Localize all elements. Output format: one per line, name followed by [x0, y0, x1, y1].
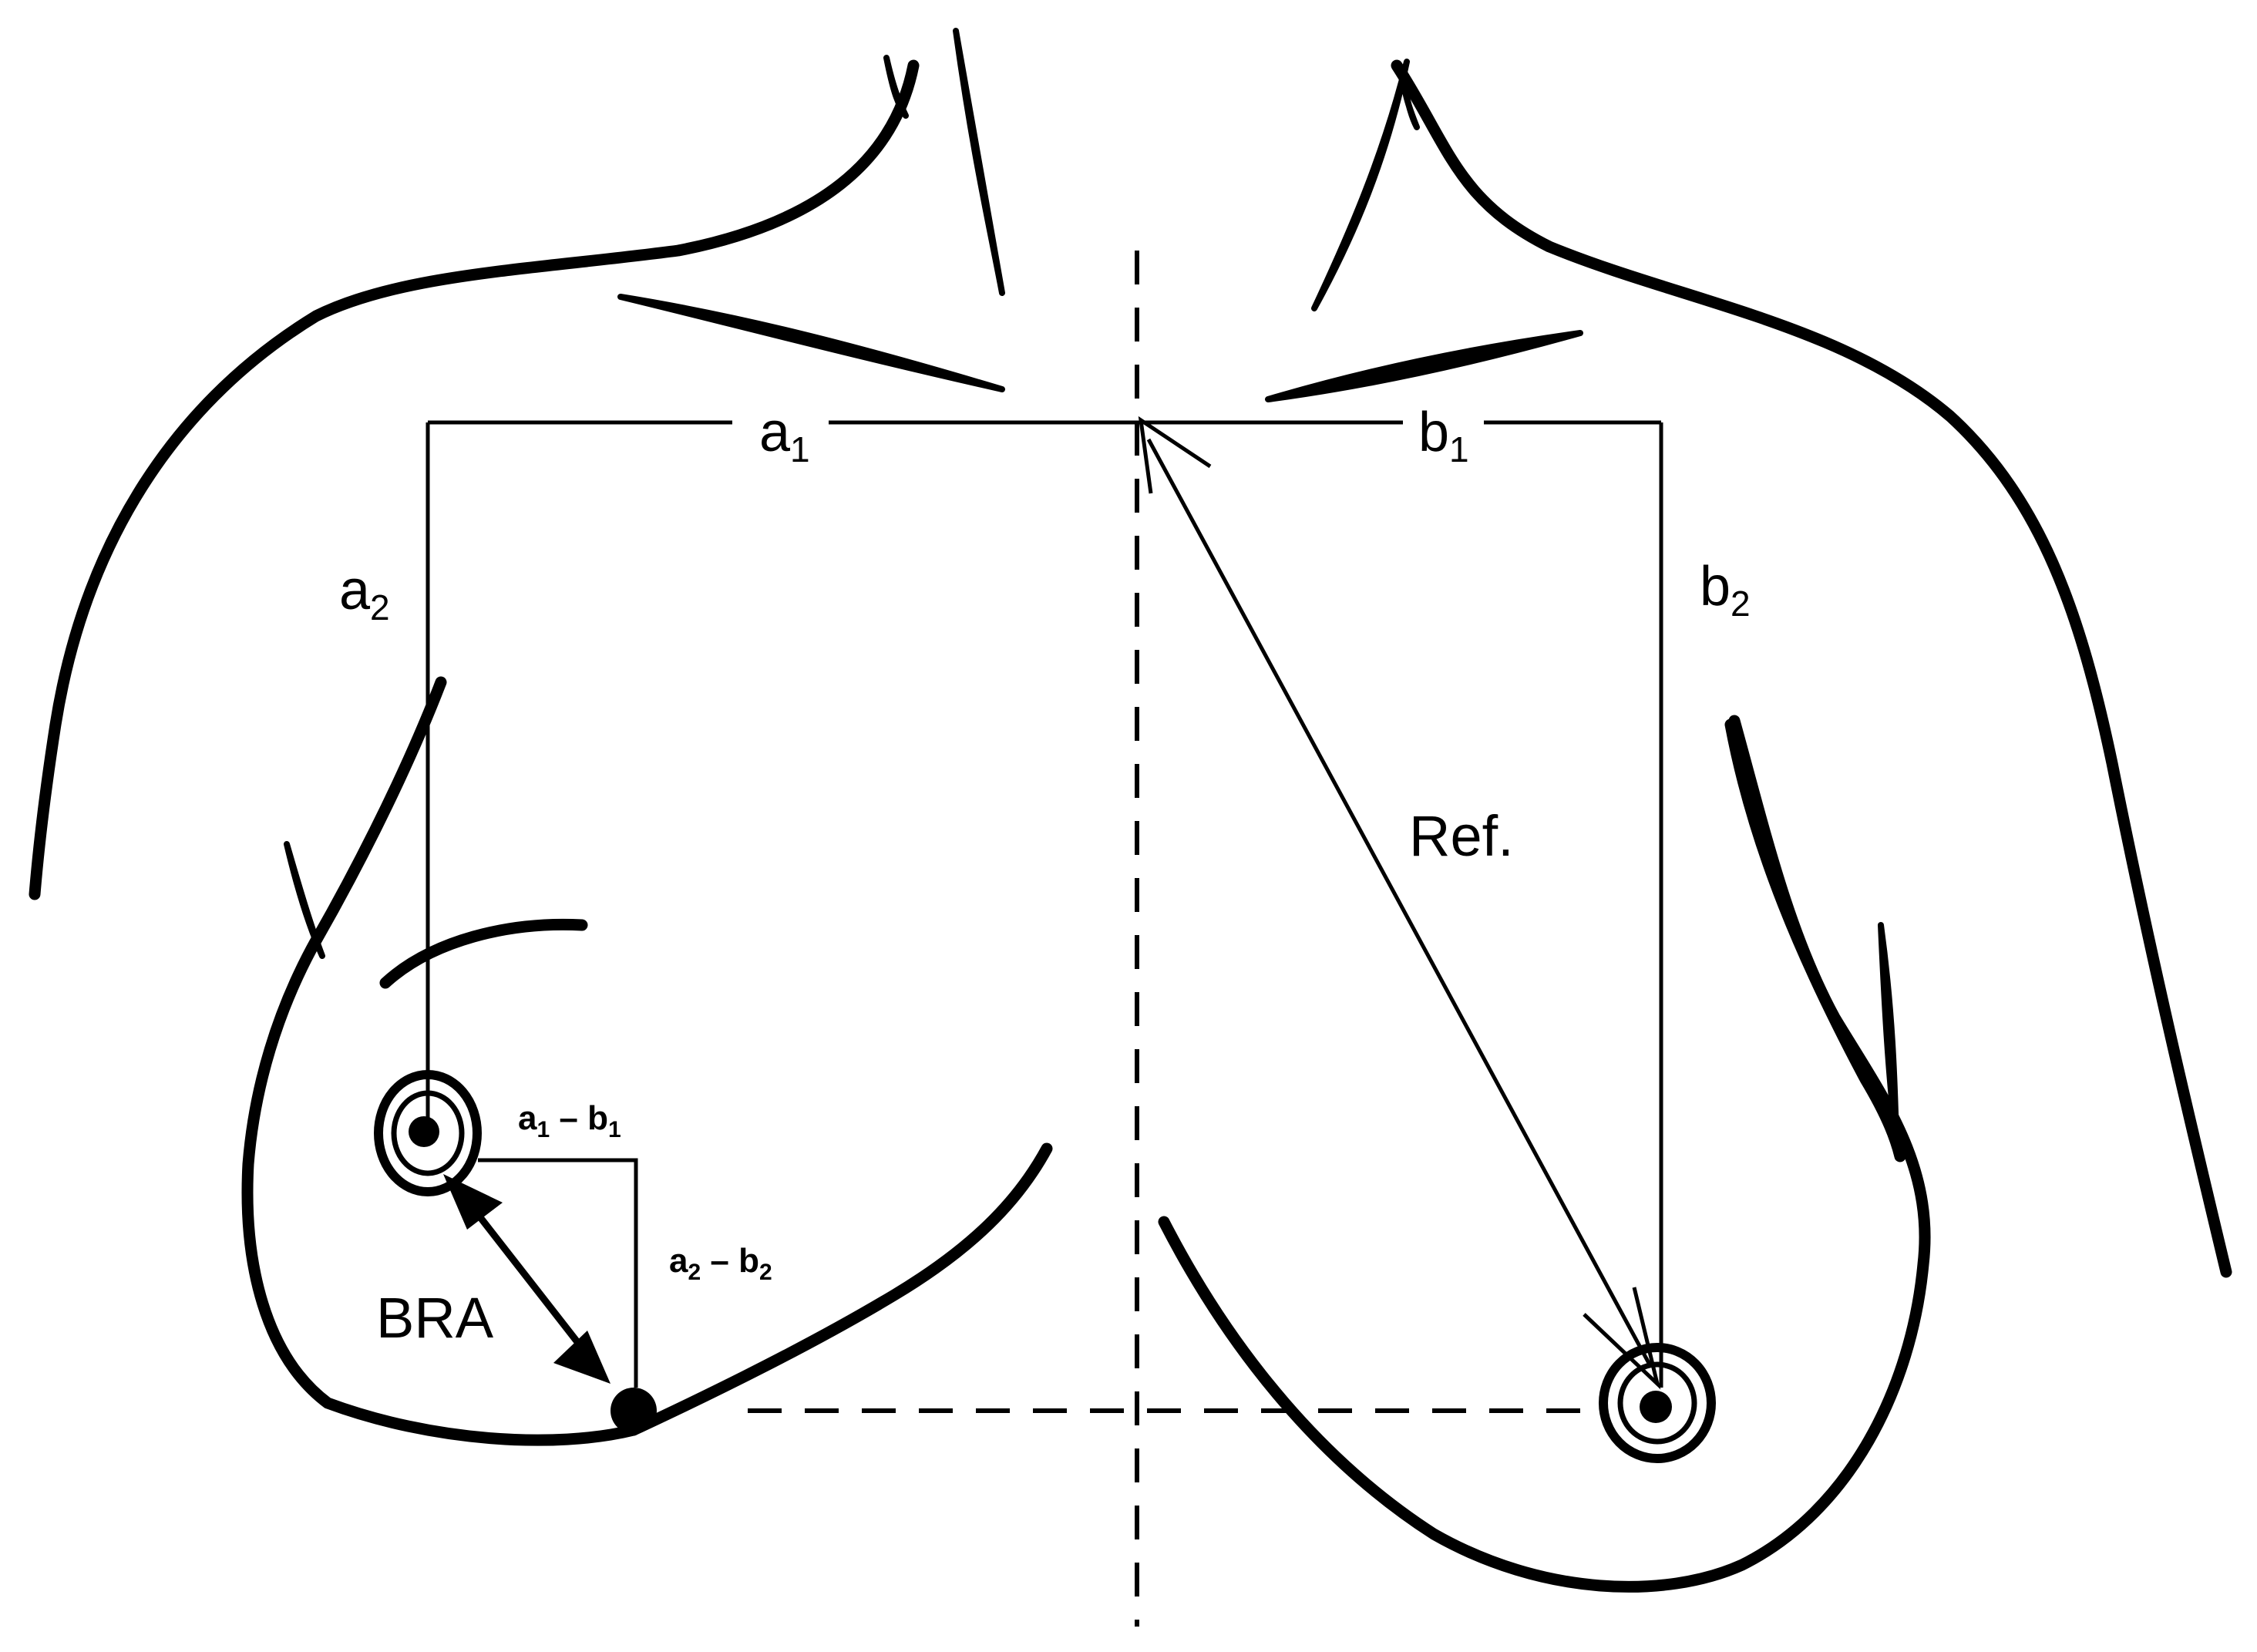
right-areola-inner	[1617, 1361, 1697, 1445]
ref-arrow-head-top	[1138, 416, 1212, 494]
left-neck-shoulder-line	[29, 59, 920, 900]
right-breast-fold-line	[1724, 718, 1906, 1162]
ref-arrow-head-bottom	[1583, 1287, 1661, 1390]
left-neck-tick	[883, 55, 909, 119]
label-b2: b2	[1700, 556, 1751, 624]
right-neck-shoulder-line	[1391, 59, 2232, 1278]
ref-arrow-shaft	[1146, 438, 1652, 1366]
label-b1: b1	[1418, 402, 1469, 469]
left-neck-tendon-mark	[953, 28, 1005, 296]
labels: a1 b1 a2 b2 Ref. BRA a1 – b1 a2 – b2	[339, 402, 1751, 1350]
clavicle-and-neck-marks	[284, 28, 1899, 1144]
lower-breast-reference-point	[610, 1388, 657, 1434]
left-breast-side-line	[241, 676, 640, 1446]
label-a2: a2	[339, 560, 390, 627]
bra-arrow-head-bottom	[553, 1331, 610, 1384]
right-neck-tendon-mark	[1311, 59, 1410, 311]
left-breast-upper-arc	[379, 918, 588, 989]
right-breast-contour	[1158, 715, 1931, 1593]
label-a1-minus-b1: a1 – b1	[518, 1099, 621, 1142]
label-a1: a1	[759, 402, 810, 469]
torso-outline	[29, 59, 2232, 1593]
measurement-lines	[426, 251, 1663, 1627]
right-neck-tick	[1400, 78, 1420, 130]
label-bra: BRA	[376, 1286, 494, 1350]
right-areola	[1599, 1343, 1716, 1463]
difference-bracket	[478, 1158, 638, 1388]
right-clavicle-mark	[1265, 330, 1583, 402]
left-clavicle-mark	[617, 294, 1005, 392]
right-axilla-tick	[1878, 922, 1899, 1144]
label-a2-minus-b2: a2 – b2	[669, 1242, 772, 1285]
left-axilla-tick	[284, 841, 325, 959]
left-nipple-dot	[409, 1116, 439, 1147]
label-ref: Ref.	[1409, 804, 1514, 868]
bra-arrow-head-top	[443, 1174, 503, 1230]
bra-arrow-shaft	[469, 1204, 589, 1355]
left-breast-lower-contour	[627, 1142, 1053, 1436]
right-nipple	[1599, 1343, 1716, 1463]
right-nipple-dot	[1640, 1391, 1672, 1423]
